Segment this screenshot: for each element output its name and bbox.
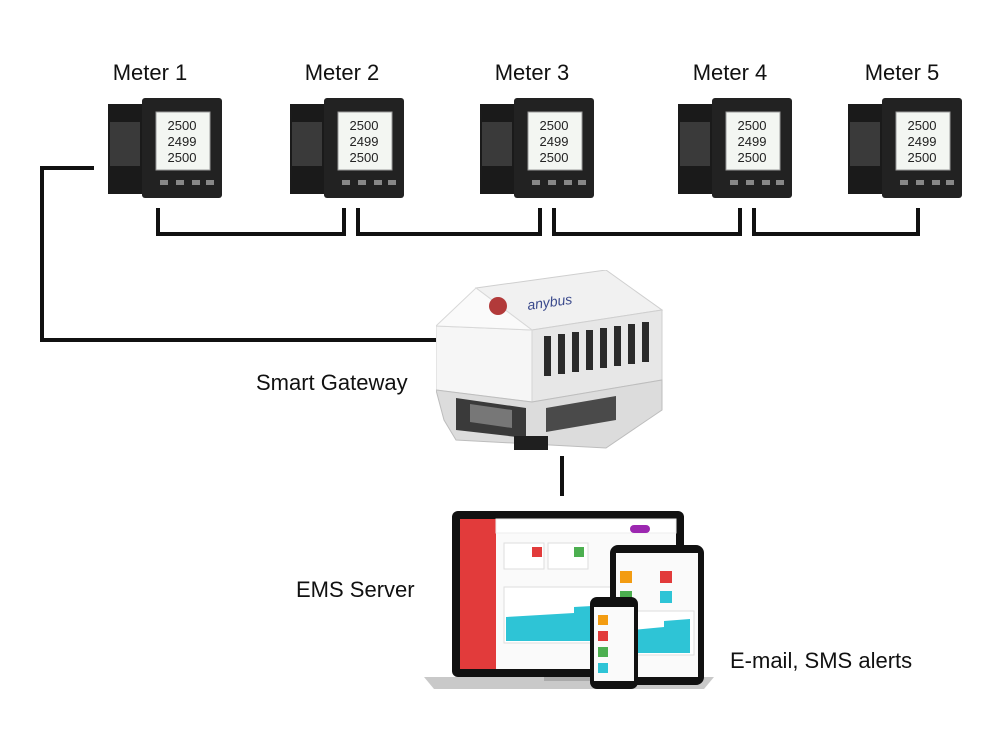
meter-5-label: Meter 5 [864, 60, 940, 85]
meter-4-reading-2: 2499 [738, 134, 767, 149]
meter-5-reading-3: 2500 [908, 150, 937, 165]
svg-text:anybus: anybus [526, 291, 573, 313]
bus-link-4-5 [752, 208, 920, 236]
meter-5-reading-1: 2500 [908, 118, 937, 133]
ems-devices-illustration [424, 511, 714, 689]
meter-1-reading-1: 2500 [168, 118, 197, 133]
meter-1-reading-3: 2500 [168, 150, 197, 165]
meter-3-reading-2: 2499 [540, 134, 569, 149]
meter-3-reading-1: 2500 [540, 118, 569, 133]
wire-meter1-stub [40, 166, 94, 170]
meter-1-device: 2500 2499 2500 [108, 98, 222, 198]
meter-4-reading-3: 2500 [738, 150, 767, 165]
meter-2-device: 2500 2499 2500 [290, 98, 404, 198]
bus-link-3-4 [552, 208, 742, 236]
meter-4-reading-1: 2500 [738, 118, 767, 133]
meter-4-label: Meter 4 [692, 60, 768, 85]
alerts-label: E-mail, SMS alerts [730, 648, 913, 673]
meter-5-device: 2500 2499 2500 [848, 98, 962, 198]
meter-1-label: Meter 1 [112, 60, 188, 85]
meter-2-label: Meter 2 [304, 60, 380, 85]
meter-2-reading-1: 2500 [350, 118, 379, 133]
meter-4-device: 2500 2499 2500 [678, 98, 792, 198]
ems-server-label: EMS Server [296, 577, 415, 602]
meter-3-reading-3: 2500 [540, 150, 569, 165]
meter-2-reading-2: 2499 [350, 134, 379, 149]
wire-meter1-down [40, 166, 44, 342]
wire-gateway-to-server [560, 456, 564, 496]
bus-link-1-2 [156, 208, 346, 236]
meter-2-reading-3: 2500 [350, 150, 379, 165]
smart-gateway-label: Smart Gateway [256, 370, 408, 395]
meter-3-label: Meter 3 [494, 60, 570, 85]
bus-link-2-3 [356, 208, 542, 236]
smart-gateway-device: anybus [436, 270, 664, 450]
wire-to-gateway [40, 338, 438, 342]
meter-1-reading-2: 2499 [168, 134, 197, 149]
meter-3-device: 2500 2499 2500 [480, 98, 594, 198]
meter-5-reading-2: 2499 [908, 134, 937, 149]
